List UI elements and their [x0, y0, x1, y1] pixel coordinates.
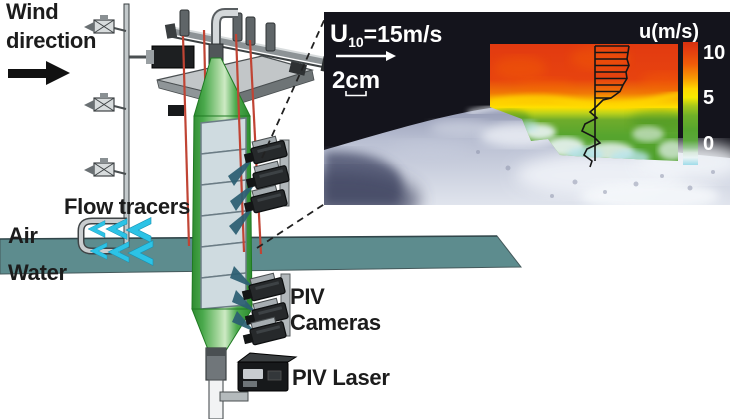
- beam-end-clamp: [164, 23, 178, 39]
- flow-tracers-label: Flow tracers: [64, 194, 190, 219]
- wind-direction-label-line1: Wind: [6, 0, 58, 24]
- laser-lower-assembly: [191, 308, 298, 419]
- scale-bar-bracket: [345, 91, 367, 97]
- laser-vent: [243, 381, 257, 387]
- wave-gauge-cylinders: [179, 9, 276, 52]
- laser-mount-arm: [219, 391, 249, 402]
- wind-direction-label-line2: direction: [6, 28, 96, 53]
- piv-cameras-lower: [230, 266, 291, 348]
- colorbar-tick-5: 5: [703, 87, 714, 109]
- colorbar-tick-10: 10: [703, 42, 725, 64]
- velocity-field: [490, 44, 678, 161]
- platform-clamp: [288, 61, 307, 76]
- piv-cameras-upper: [228, 133, 291, 235]
- inset-annotations: U10=15m/s 2cm: [330, 20, 442, 97]
- velocity-field-texture: [490, 46, 678, 161]
- scale-bar-label: 2cm: [332, 67, 380, 94]
- air-label: Air: [8, 223, 38, 248]
- camera-view-cones-upper: [228, 155, 258, 235]
- flow-tracer-injector: [77, 216, 154, 267]
- piv-laser-label: PIV Laser: [292, 365, 390, 390]
- laser-aperture: [267, 370, 282, 381]
- piv-cameras-label-line2: Cameras: [290, 310, 381, 335]
- camera-bracket: [146, 50, 154, 64]
- colorbar-gradient: [683, 42, 698, 165]
- water-label: Water: [8, 260, 68, 285]
- camera-view-cones-lower: [230, 266, 257, 332]
- wind-speed-annotation: U10=15m/s: [330, 20, 442, 50]
- wind-speed-arrow-head: [386, 51, 396, 61]
- tracer-tube: [79, 219, 127, 253]
- colorbar: u(m/s) 10 5 0: [639, 21, 725, 165]
- mast-camera-box: [151, 45, 195, 69]
- laser-front-panel: [243, 369, 263, 379]
- colorbar-title: u(m/s): [639, 21, 699, 43]
- probe-sensor: [84, 93, 127, 112]
- colorbar-tick-0: 0: [703, 133, 714, 155]
- wind-direction-arrow: [8, 61, 70, 85]
- foam-speckles: [476, 150, 715, 198]
- piv-result-inset: u(m/s) 10 5 0 U10=15m/s 2cm: [324, 12, 730, 205]
- inset-callout-lines: [256, 15, 327, 249]
- probe-sensor: [84, 15, 127, 34]
- piv-cameras-label-line1: PIV: [290, 284, 325, 309]
- velocity-profile-ladder: [580, 45, 630, 168]
- wave-photo: [324, 104, 730, 205]
- under-platform-camera: [168, 105, 184, 116]
- sleeve-band: [206, 348, 226, 356]
- probe-sensor: [84, 158, 127, 177]
- piv-laser-head: [236, 352, 298, 392]
